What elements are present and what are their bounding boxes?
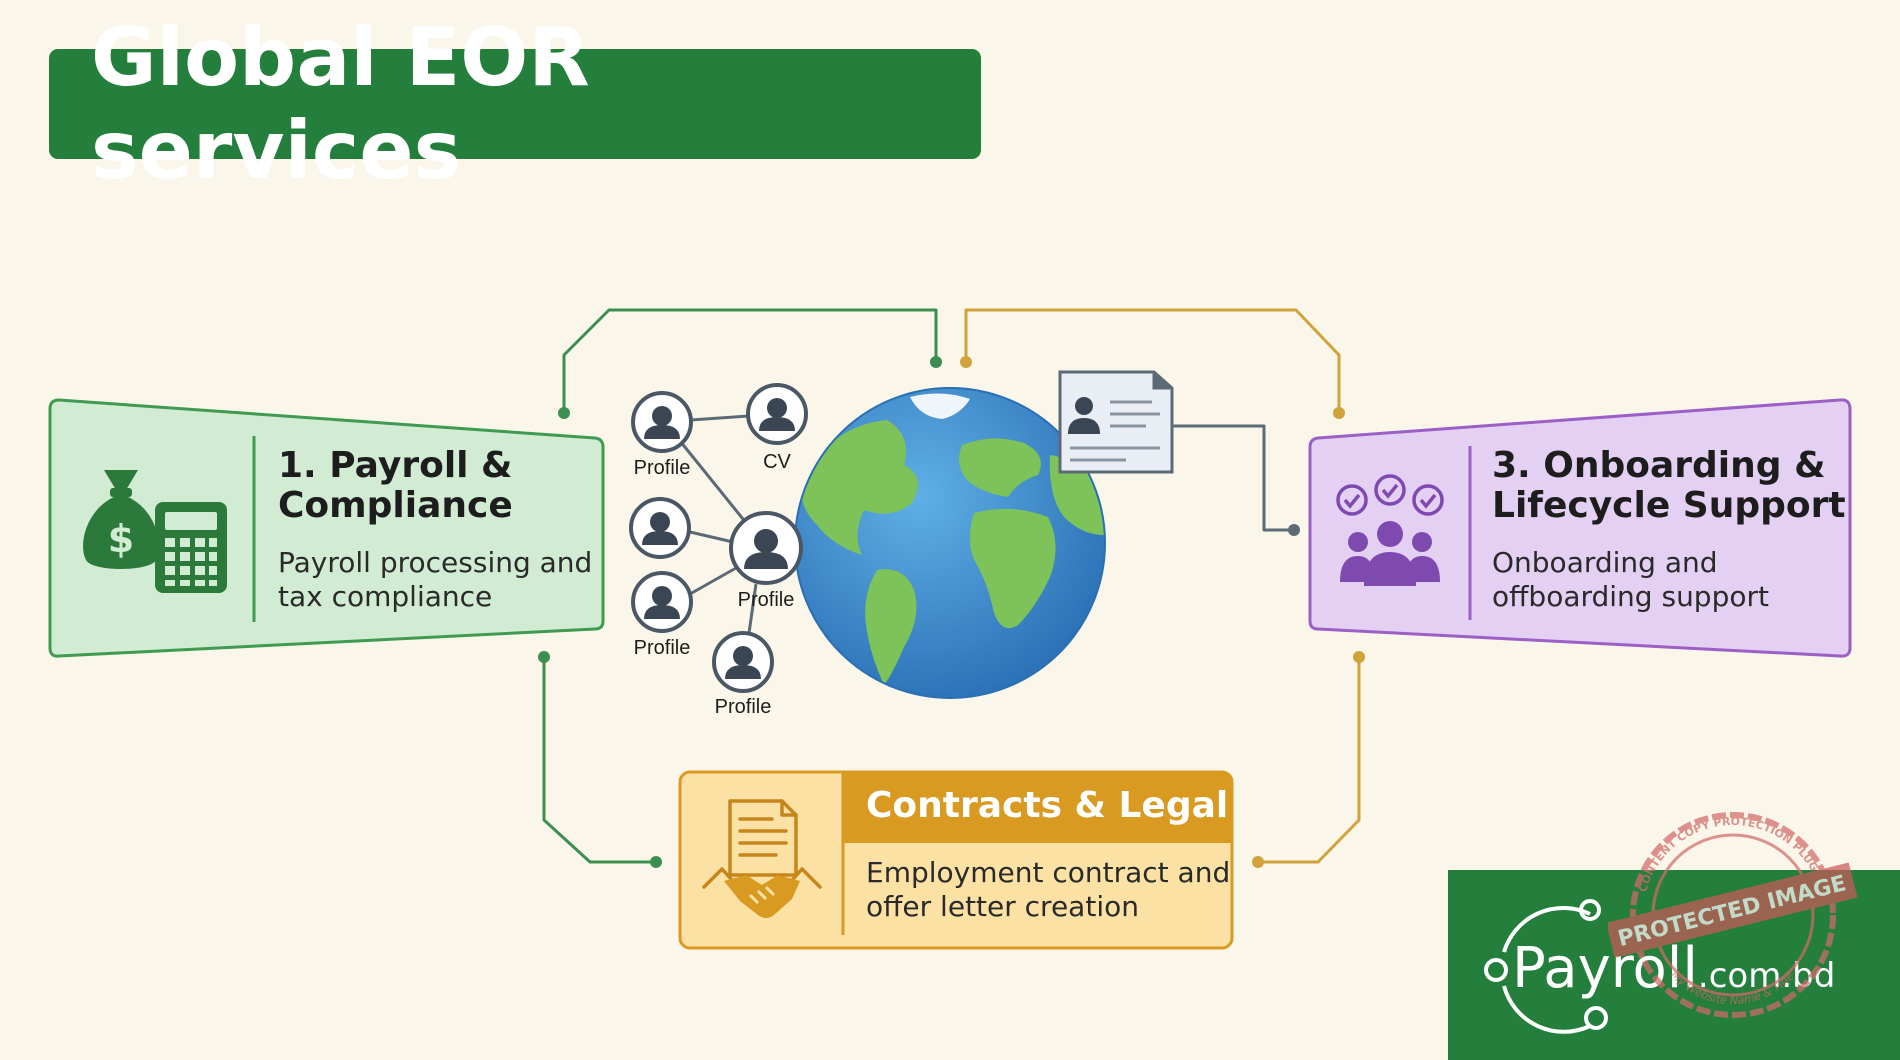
network-node-label: CV	[763, 451, 791, 473]
id-card-icon	[1058, 370, 1174, 474]
connector-dot	[960, 356, 972, 368]
svg-text:$: $	[108, 517, 134, 561]
network-node	[631, 391, 693, 453]
payroll-card-title: 1. Payroll & Compliance	[278, 445, 513, 527]
connector-dot	[1288, 524, 1300, 536]
title-banner: Global EOR services	[49, 11, 981, 197]
connector-green-bottom	[542, 657, 656, 864]
money-bag-icon: $	[83, 470, 159, 569]
network-node-label: Profile	[633, 637, 691, 659]
network-node	[629, 497, 691, 559]
network-link	[674, 435, 749, 525]
onboarding-card-title: 3. Onboarding & Lifecycle Support	[1492, 445, 1846, 527]
connector-dot	[1333, 407, 1345, 419]
network-node	[729, 511, 803, 585]
protected-stamp-icon: CONTENT COPY PROTECTION PLUGIN PROTECTED…	[1608, 812, 1858, 1018]
team-check-icon	[1336, 474, 1444, 586]
connector-dot	[538, 651, 550, 663]
payroll-card-description: Payroll processing and tax compliance	[278, 546, 593, 613]
network-node-label: Profile	[714, 696, 772, 718]
payroll-logo-icon	[1484, 899, 1608, 1034]
connector-dot	[1252, 856, 1264, 868]
network-link	[689, 566, 737, 596]
network-link	[689, 530, 734, 544]
handshake-contract-icon	[702, 799, 822, 918]
onboarding-card-description: Onboarding and offboarding support	[1492, 546, 1769, 613]
connector-gold-top	[964, 308, 1341, 413]
network-node-label: Profile	[633, 457, 691, 479]
contracts-card-title: Contracts & Legal	[866, 785, 1229, 826]
connector-gold-bottom	[1258, 657, 1361, 864]
contracts-card-description: Employment contract and offer letter cre…	[866, 856, 1231, 923]
network-node-label: Profile	[737, 589, 795, 611]
network-node	[631, 571, 693, 633]
page-title: Global EOR services	[91, 11, 590, 197]
connector-green-top	[562, 308, 938, 413]
network-link	[746, 583, 758, 641]
connector-dot	[558, 407, 570, 419]
network-node	[712, 631, 774, 693]
connector-dot	[930, 356, 942, 368]
network-node	[746, 383, 808, 445]
connector-dot	[650, 856, 662, 868]
connector-dot	[1353, 651, 1365, 663]
globe-icon	[794, 387, 1106, 699]
connector-gray-idcard	[1172, 424, 1294, 532]
calculator-icon	[155, 502, 227, 593]
